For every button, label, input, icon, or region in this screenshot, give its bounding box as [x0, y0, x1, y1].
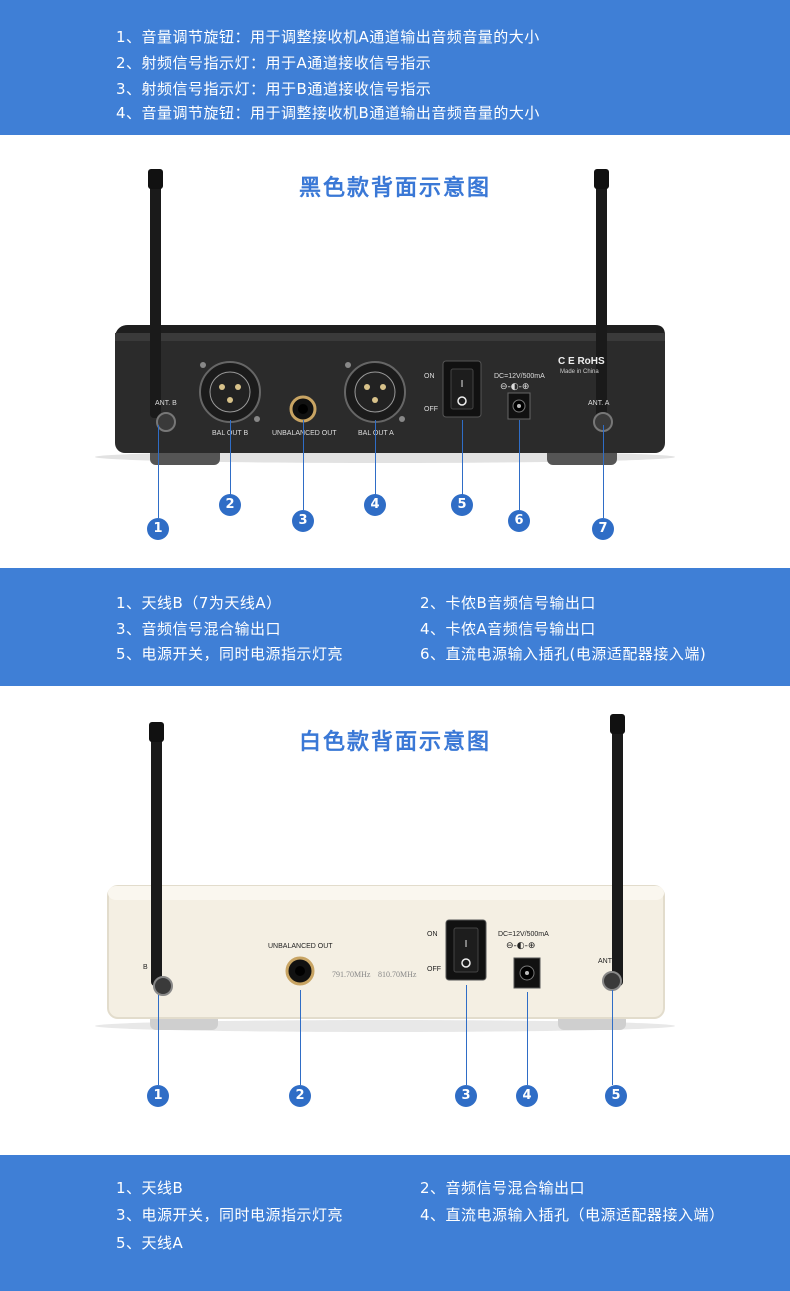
leader-line — [303, 420, 304, 510]
top-list-item: 3、射频信号指示灯：用于B通道接收信号指示 — [116, 80, 432, 98]
white-receiver-photo: I UNBALANCED OUT 791.70MHz 810.70MHz ON … — [95, 714, 675, 1032]
legend-item: 5、天线A — [116, 1234, 184, 1252]
legend-item: 2、卡侬B音频信号输出口 — [420, 594, 596, 612]
label-ant-b: ANT. B — [155, 400, 177, 407]
callout-badge: 5 — [451, 494, 473, 516]
leader-line — [466, 985, 467, 1085]
leader-line — [300, 990, 301, 1085]
legend-item: 3、电源开关，同时电源指示灯亮 — [116, 1206, 344, 1224]
leader-line — [527, 992, 528, 1085]
label-off: OFF — [424, 406, 438, 413]
label-unbalanced-out: UNBALANCED OUT — [272, 430, 337, 437]
top-list-item: 2、射频信号指示灯：用于A通道接收信号指示 — [116, 54, 432, 72]
label-freq-b: 810.70MHz — [378, 970, 417, 979]
label-freq-a: 791.70MHz — [332, 970, 371, 979]
leader-line — [612, 990, 613, 1085]
callout-badge: 2 — [289, 1085, 311, 1107]
callout-badge: 3 — [455, 1085, 477, 1107]
label-unbalanced-out: UNBALANCED OUT — [268, 943, 333, 950]
callout-badge: 7 — [592, 518, 614, 540]
svg-text:I: I — [461, 379, 464, 390]
legend-item: 4、卡侬A音频信号输出口 — [420, 620, 596, 638]
leader-line — [519, 420, 520, 510]
callout-badge: 3 — [292, 510, 314, 532]
leader-line — [462, 420, 463, 495]
black-receiver-photo: I ANT. B BAL OUT B UNBALANCED OUT BAL OU… — [95, 169, 675, 465]
label-on: ON — [424, 373, 435, 380]
legend-item: 5、电源开关，同时电源指示灯亮 — [116, 645, 344, 663]
callout-badge: 4 — [516, 1085, 538, 1107]
label-ant-a: ANT — [598, 958, 613, 965]
svg-text:I: I — [465, 939, 468, 950]
leader-line — [603, 425, 604, 518]
label-ant-b: B — [143, 964, 148, 971]
label-cert: C E RoHS — [558, 356, 605, 367]
black-section-title: 黑色款背面示意图 — [298, 176, 491, 201]
top-feature-band: 1、音量调节旋钮：用于调整接收机A通道输出音频音量的大小 2、射频信号指示灯：用… — [0, 0, 790, 135]
white-section-title: 白色款背面示意图 — [298, 730, 491, 755]
callout-badge: 1 — [147, 518, 169, 540]
legend-item: 3、音频信号混合输出口 — [116, 620, 282, 638]
leader-line — [375, 420, 376, 495]
antenna-a — [596, 173, 607, 418]
svg-text:⊖-◐-⊕: ⊖-◐-⊕ — [500, 382, 529, 392]
top-list-item: 4、音量调节旋钮：用于调整接收机B通道输出音频音量的大小 — [116, 104, 540, 122]
leader-line — [158, 425, 159, 518]
label-dc: DC=12V/500mA — [494, 373, 545, 380]
callout-badge: 6 — [508, 510, 530, 532]
label-ant-a: ANT. A — [588, 400, 610, 407]
label-on: ON — [427, 931, 438, 938]
label-dc: DC=12V/500mA — [498, 931, 549, 938]
callout-badge: 1 — [147, 1085, 169, 1107]
leader-line — [230, 420, 231, 495]
legend-item: 1、天线B — [116, 1179, 184, 1197]
white-legend-band: 1、天线B 2、音频信号混合输出口 3、电源开关，同时电源指示灯亮 4、直流电源… — [0, 1155, 790, 1291]
callout-badge: 4 — [364, 494, 386, 516]
callout-badge: 5 — [605, 1085, 627, 1107]
antenna-a — [612, 718, 623, 986]
label-made-in: Made in China — [560, 369, 599, 375]
legend-item: 1、天线B（7为天线A） — [116, 594, 282, 612]
antenna-b — [151, 726, 162, 986]
legend-item: 2、音频信号混合输出口 — [420, 1179, 586, 1197]
legend-item: 4、直流电源输入插孔（电源适配器接入端） — [420, 1206, 725, 1224]
label-off: OFF — [427, 966, 441, 973]
label-bal-out-a: BAL OUT A — [358, 430, 394, 437]
svg-text:⊖-◐-⊕: ⊖-◐-⊕ — [506, 941, 535, 951]
antenna-b — [150, 173, 161, 418]
legend-item: 6、直流电源输入插孔(电源适配器接入端) — [420, 645, 707, 663]
black-legend-band: 1、天线B（7为天线A） 2、卡侬B音频信号输出口 3、音频信号混合输出口 4、… — [0, 568, 790, 686]
receiver-body — [107, 885, 665, 1019]
leader-line — [158, 995, 159, 1085]
top-list-item: 1、音量调节旋钮：用于调整接收机A通道输出音频音量的大小 — [116, 28, 540, 46]
callout-badge: 2 — [219, 494, 241, 516]
